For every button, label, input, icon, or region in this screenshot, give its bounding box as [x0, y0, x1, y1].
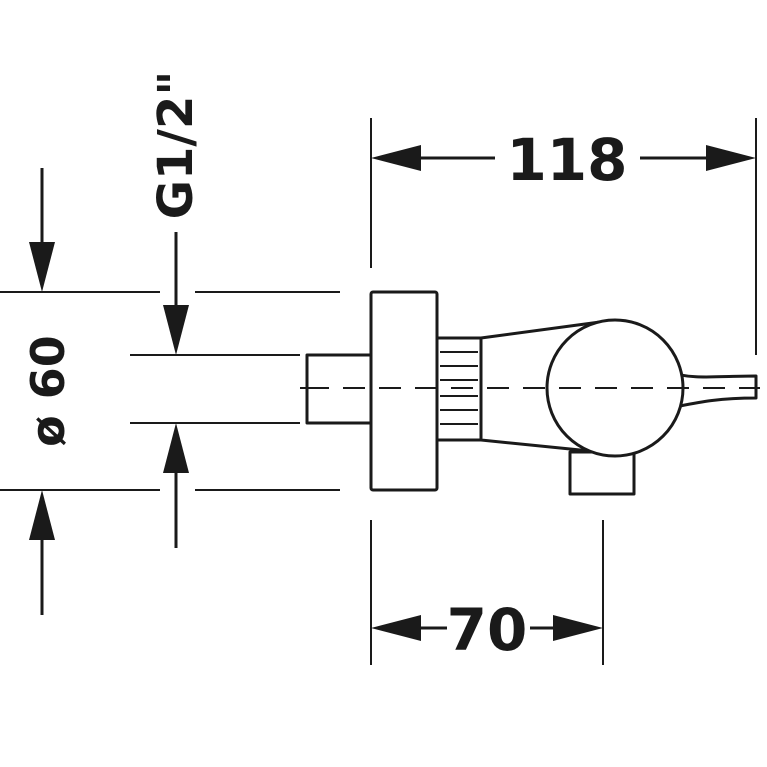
wall-rosette: [369, 290, 439, 492]
dim-118-label: 118: [506, 126, 627, 194]
dim-70-label: 70: [447, 596, 528, 664]
dim-118-arrow-left: [371, 145, 421, 171]
dim-thread-arrow-top: [163, 305, 189, 355]
dim-118-arrow-right: [706, 145, 756, 171]
dim-70-arrow-right: [553, 615, 603, 641]
dim-thread-arrow-bottom: [163, 423, 189, 473]
dim-60-arrow-top: [29, 242, 55, 292]
dim-thread-label: G1/2": [148, 71, 204, 220]
dim-60-arrow-bottom: [29, 490, 55, 540]
dim-60-label: ø 60: [21, 335, 75, 447]
outlet-spout: [568, 450, 636, 496]
dim-70-arrow-left: [371, 615, 421, 641]
